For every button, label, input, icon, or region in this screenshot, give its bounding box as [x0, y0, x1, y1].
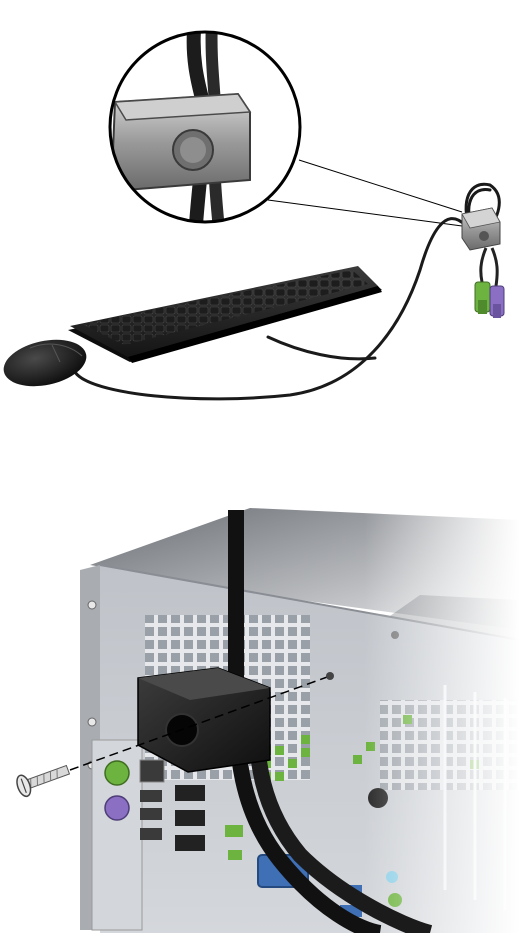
keyboard-mouse-cable-lock-illustration [0, 0, 520, 430]
magnified-clip-callout [100, 20, 320, 240]
computer-rear-panel-lock-installation [0, 430, 520, 933]
keyboard [68, 266, 382, 363]
ps2-purple-connector [490, 248, 504, 318]
callout-leader-lines [268, 160, 462, 226]
cable-clip [462, 208, 500, 250]
lock-clip [138, 668, 270, 772]
mouse [0, 333, 91, 394]
ps2-green-connector [475, 248, 490, 314]
